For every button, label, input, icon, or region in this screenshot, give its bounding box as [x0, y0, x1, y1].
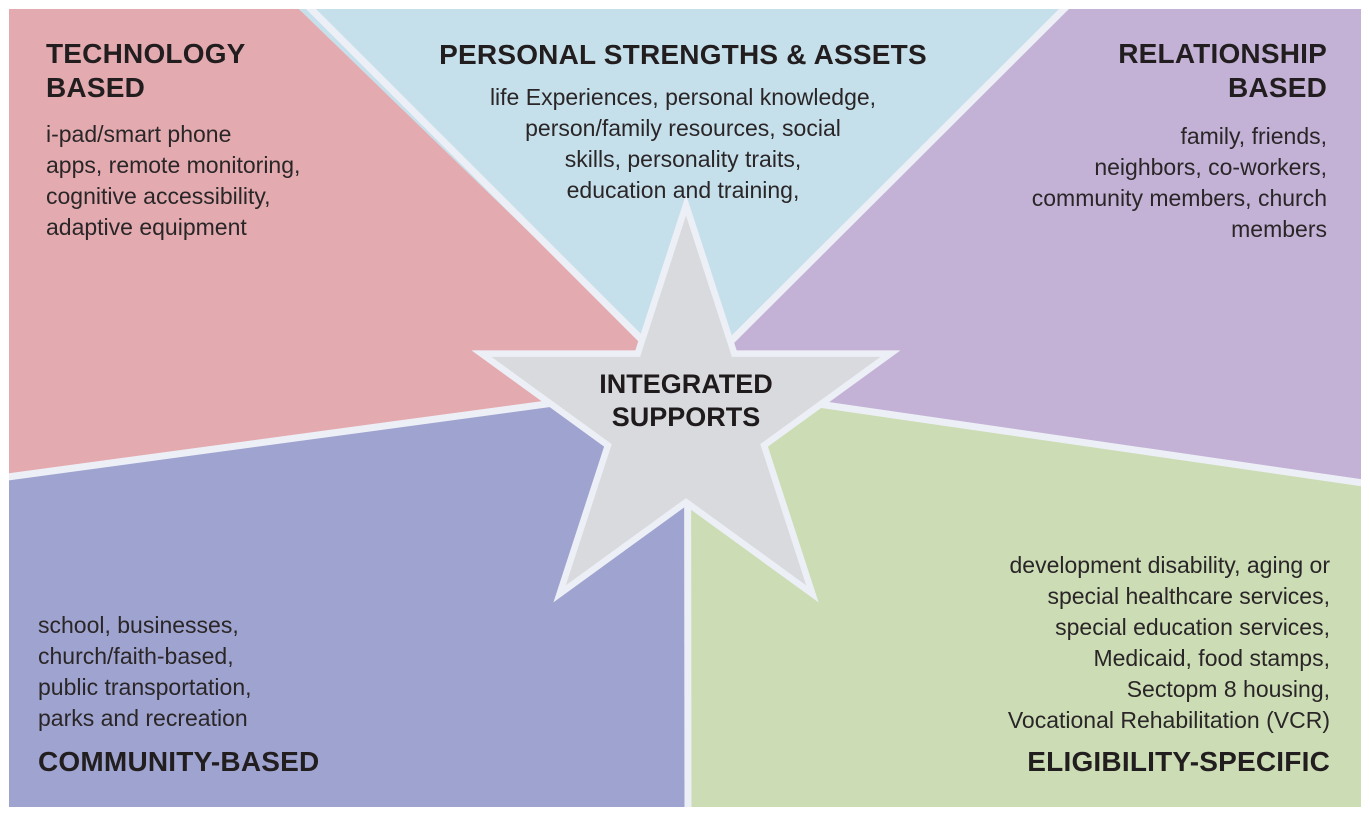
personal-strengths-title: PERSONAL STRENGTHS & ASSETS — [439, 39, 927, 70]
eligibility-specific-body: development disability, aging or special… — [1007, 552, 1330, 733]
wedge-community-based — [9, 385, 688, 807]
integrated-supports-star — [471, 194, 901, 603]
community-based-body: school, businesses, church/faith-based, … — [38, 612, 252, 731]
technology-based-body: i-pad/smart phone apps, remote monitorin… — [46, 121, 301, 240]
eligibility-specific-title: ELIGIBILITY-SPECIFIC — [1027, 746, 1330, 777]
personal-strengths-body: life Experiences, personal knowledge, pe… — [489, 84, 877, 203]
community-based-title: COMMUNITY-BASED — [38, 746, 320, 777]
relationship-based-title: RELATIONSHIP BASED — [1118, 38, 1327, 103]
wedge-eligibility-specific — [687, 385, 1361, 807]
technology-based-title: TECHNOLOGY BASED — [46, 38, 246, 103]
divider-personal-relationship — [684, 9, 1069, 388]
divider-technology-personal — [306, 9, 690, 388]
integrated-supports-label: INTEGRATED SUPPORTS — [599, 369, 773, 432]
wedge-personal-strengths — [299, 9, 1065, 385]
relationship-based-body: family, friends, neighbors, co-workers, … — [1031, 123, 1327, 242]
